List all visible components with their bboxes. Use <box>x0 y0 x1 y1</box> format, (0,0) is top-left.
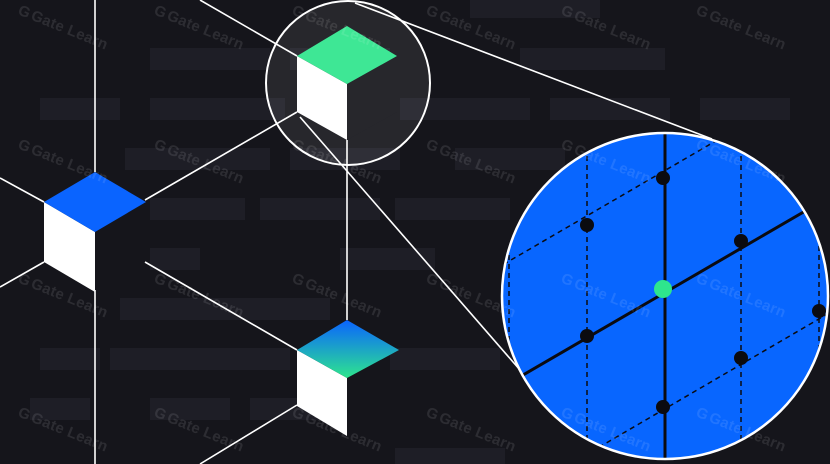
magnifier-lens-icon <box>265 0 431 166</box>
lattice-center-node <box>654 280 672 298</box>
blue-topped-cube-icon <box>44 172 146 292</box>
lattice-nodes <box>580 171 826 414</box>
gradient-topped-cube-icon <box>297 320 399 436</box>
network-lines <box>0 0 713 464</box>
background-blocks <box>30 0 790 464</box>
lattice-detail-icon <box>500 131 830 461</box>
green-topped-cube-icon <box>297 26 397 140</box>
